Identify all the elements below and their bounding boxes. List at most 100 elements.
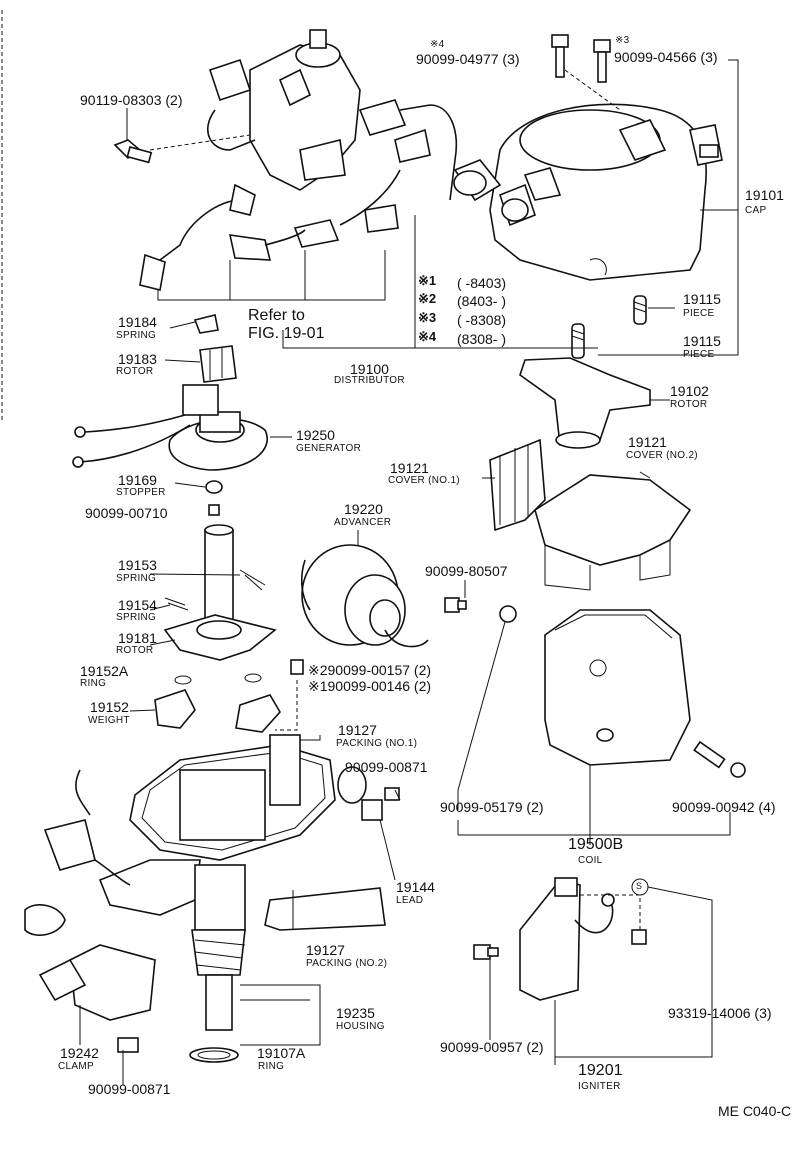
s-mark: S [636, 881, 643, 891]
star3-mark: ※3 [615, 35, 630, 46]
leader-90099-00157 [275, 680, 298, 731]
screw-90099-80507-drawing [444, 580, 467, 613]
part-19107a: 19107A [257, 1045, 306, 1061]
range-mark-3: ※3 [418, 310, 437, 325]
part-19235: 19235 [336, 1005, 375, 1021]
part-name-advancer: ADVANCER [334, 517, 392, 528]
part-90099-04977: 90099-04977 (3) [416, 51, 520, 67]
leader-90099-00871a [394, 789, 401, 801]
part-90099-80507: 90099-80507 [425, 563, 508, 579]
part-90099-00871-a: 90099-00871 [345, 759, 428, 775]
star4-mark: ※4 [430, 39, 445, 50]
part-name-ring-19107a: RING [258, 1061, 285, 1072]
part-name-housing: HOUSING [336, 1021, 385, 1032]
part-19250: 19250 [296, 427, 335, 443]
weights-19152-drawing [129, 673, 281, 733]
part-19127-b: 19127 [306, 942, 345, 958]
part-90099-00871-b: 90099-00871 [88, 1081, 171, 1097]
leader-19101 [700, 59, 739, 211]
part-name-clamp: CLAMP [58, 1061, 94, 1072]
part-name-igniter: IGNITER [578, 1081, 621, 1092]
part-19121-b: 19121 [390, 460, 429, 476]
part-90119-08303: 90119-08303 (2) [80, 92, 183, 108]
part-90099-00710: 90099-00710 [85, 505, 168, 521]
advancer-19220-drawing [300, 530, 429, 648]
leader-19100 [282, 215, 416, 349]
ring-inner [197, 1050, 231, 1060]
covers-19121-drawing [482, 438, 692, 591]
part-19115-b: 19115 [683, 333, 721, 349]
part-name-cover-no2: COVER (NO.2) [626, 450, 698, 461]
part-19184: 19184 [118, 314, 157, 330]
part-90099-04566: 90099-04566 (3) [614, 49, 718, 65]
packing-no2-drawing [264, 887, 386, 931]
part-19169: 19169 [118, 472, 157, 488]
part-name-rotor-19183: ROTOR [116, 366, 154, 377]
part-19181: 19181 [118, 630, 157, 646]
leader-packing1 [300, 735, 321, 741]
part-90099-00942: 90099-00942 (4) [672, 799, 776, 815]
part-name-packing-no2: PACKING (NO.2) [306, 958, 388, 969]
part-name-cover-no1: COVER (NO.1) [388, 475, 460, 486]
ring-19107a-drawing [189, 1047, 239, 1063]
part-19121-a: 19121 [628, 434, 667, 450]
cap-screws-drawing [551, 34, 611, 83]
part-19101: 19101 [745, 187, 784, 203]
stopper-19169-drawing [174, 480, 223, 516]
coil-19500b-drawing [457, 605, 731, 845]
refer-to-text: Refer to [248, 307, 305, 324]
part-19127-a: 19127 [338, 722, 377, 738]
part-name-spring-19184: SPRING [116, 330, 157, 341]
part-name-stopper: STOPPER [116, 487, 166, 498]
part-19152: 19152 [90, 699, 129, 715]
part-19102: 19102 [670, 383, 709, 399]
fig-ref-text: FIG. 19-01 [248, 325, 325, 342]
part-name-coil: COIL [578, 855, 603, 866]
part-name-distributor: DISTRIBUTOR [334, 375, 405, 386]
range-mark-4: ※4 [418, 329, 437, 344]
part-19115-a: 19115 [683, 291, 721, 307]
part-name-spring-19154: SPRING [116, 612, 157, 623]
part-19500b: 19500B [568, 836, 624, 853]
screw-90099-00157-drawing [290, 659, 304, 675]
leader-19100-right [598, 210, 739, 356]
range-mark-2: ※2 [418, 291, 437, 306]
part-90099-05179: 90099-05179 (2) [440, 799, 544, 815]
part-19100: 19100 [350, 361, 389, 377]
range-mark-1: ※1 [418, 273, 437, 288]
part-19201: 19201 [578, 1062, 623, 1079]
part-19183: 19183 [118, 351, 157, 367]
part-name-lead: LEAD [396, 895, 424, 906]
part-19152a: 19152A [80, 663, 129, 679]
range-1: ( -8403) [457, 275, 507, 291]
piece-19115-drawing [571, 295, 675, 359]
igniter-19201-drawing [473, 877, 713, 1065]
part-name-packing-no1: PACKING (NO.1) [336, 738, 418, 749]
part-90099-00146: ※190099-00146 (2) [308, 678, 432, 694]
part-19242: 19242 [60, 1045, 99, 1061]
part-name-piece-b: PIECE [683, 349, 715, 360]
part-name-rotor-19102: ROTOR [670, 399, 708, 410]
lead-19144-drawing [337, 766, 400, 881]
range-2: (8403- ) [457, 293, 507, 309]
distributor-assembly-drawing [139, 29, 457, 301]
generator-19250-drawing [72, 384, 292, 471]
part-90099-00157: ※290099-00157 (2) [308, 662, 432, 678]
distributor-cap-drawing [453, 69, 723, 281]
governor-shaft-drawing [149, 524, 277, 661]
part-name-weight: WEIGHT [88, 715, 130, 726]
part-90099-00957: 90099-00957 (2) [440, 1039, 544, 1055]
spring-rotor-19184-19183-drawing [164, 314, 237, 383]
part-name-piece-a: PIECE [683, 308, 715, 319]
range-3: ( -8308) [457, 312, 507, 328]
range-4: (8308- ) [457, 331, 507, 347]
clamp-19242-drawing [38, 944, 156, 1085]
part-19154: 19154 [118, 597, 157, 613]
rotor-19102-drawing [519, 357, 670, 449]
part-93319-14006: 93319-14006 (3) [668, 1005, 772, 1021]
diagram-code: ME C040-C [718, 1103, 792, 1119]
part-name-generator: GENERATOR [296, 443, 362, 454]
part-19220: 19220 [344, 501, 383, 517]
